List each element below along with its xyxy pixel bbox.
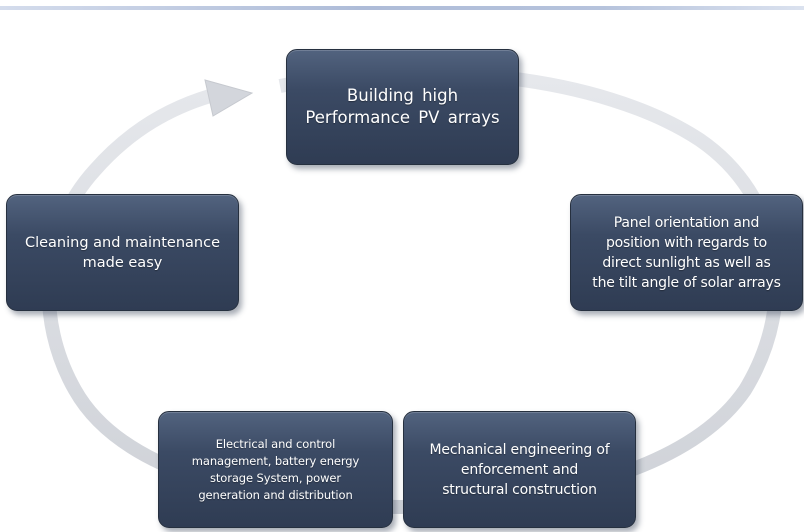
top-divider [0,6,804,10]
cycle-node-label: Panel orientation and position with rega… [592,214,781,291]
cycle-node-electrical: Electrical and control management, batte… [158,411,393,528]
cycle-node-cleaning: Cleaning and maintenance made easy [6,194,239,311]
cycle-node-label: Mechanical engineering of enforcement an… [429,441,610,498]
cycle-node-mechanical: Mechanical engineering of enforcement an… [403,411,636,528]
cycle-node-label: Electrical and control management, batte… [191,436,360,502]
cycle-node-panel-orientation: Panel orientation and position with rega… [570,194,803,311]
cycle-node-label: Cleaning and maintenance made easy [24,234,221,271]
cycle-arrowhead-icon [204,79,254,117]
cycle-node-pv-arrays: Building high Performance PV arrays [286,49,519,165]
cycle-node-label: Building high Performance PV arrays [305,86,500,127]
